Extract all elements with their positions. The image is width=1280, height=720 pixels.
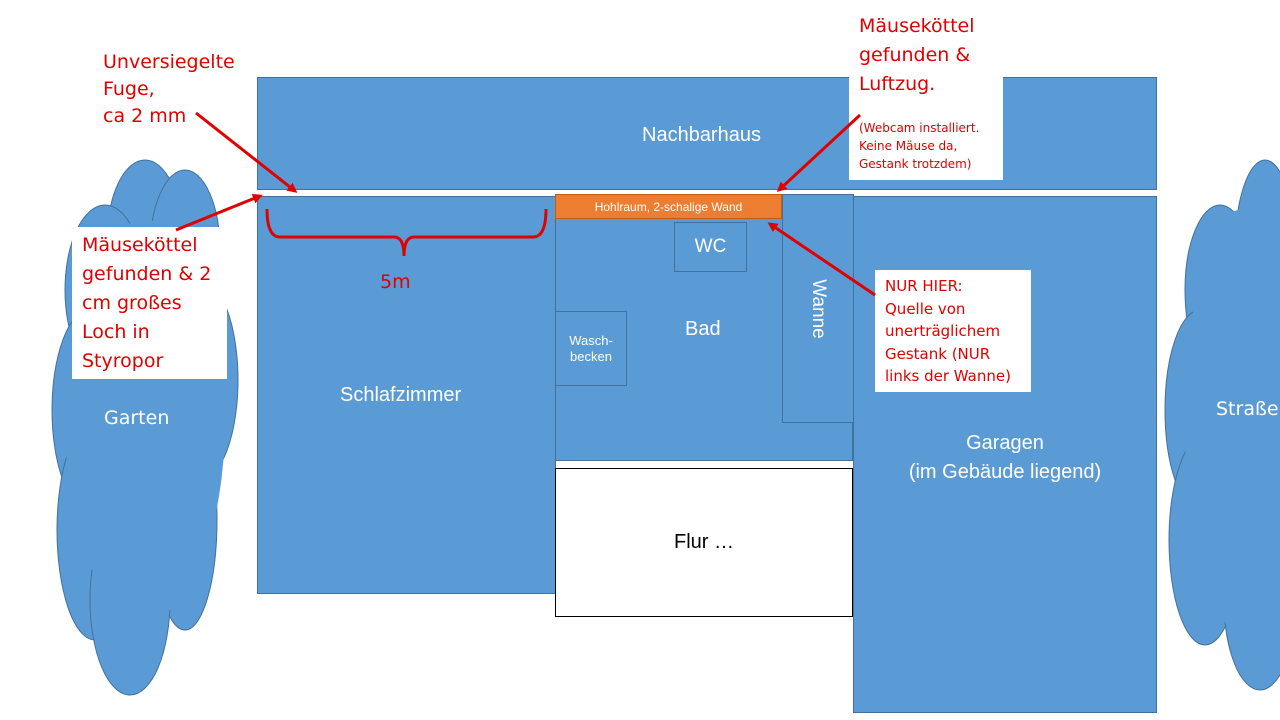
note-droppings-left-line4: Loch in: [82, 321, 150, 343]
arrow-droppings-top: [776, 113, 862, 193]
note-only-here-line5: links der Wanne): [885, 367, 1011, 385]
note-droppings-left-line1: Mäuseköttel: [82, 234, 198, 256]
hallway-label: Flur …: [674, 531, 734, 553]
note-droppings-top-line1: Mäuseköttel: [859, 15, 975, 37]
note-joint-line2: Fuge,: [103, 78, 155, 100]
wall-cavity: Hohlraum, 2-schalige Wand: [555, 194, 782, 219]
note-droppings-left-line2: gefunden & 2: [82, 263, 212, 285]
note-droppings-top-line2: gefunden &: [859, 44, 971, 66]
garage-label-line1: Garagen: [966, 432, 1044, 454]
note-webcam: (Webcam installiert. Keine Mäuse da, Ges…: [859, 119, 979, 173]
wc-label: WC: [694, 236, 727, 257]
note-only-here-box: [875, 270, 1031, 392]
note-joint-line1: Unversiegelte: [103, 51, 235, 73]
bathroom-label: Bad: [685, 318, 721, 340]
note-droppings-top-line3: Luftzug.: [859, 73, 936, 95]
note-droppings-left-box: [72, 227, 227, 379]
note-joint-line3: ca 2 mm: [103, 105, 187, 127]
sink-label-line2: becken: [570, 348, 612, 364]
note-only-here-line3: unerträglichem: [885, 322, 1001, 340]
wall-cavity-label: Hohlraum, 2-schalige Wand: [594, 199, 743, 214]
wc: WC: [674, 222, 747, 272]
bathtub: Wanne: [782, 194, 854, 423]
arrow-only-here: [767, 222, 876, 297]
note-droppings-left: Mäuseköttel gefunden & 2 cm großes Loch …: [82, 231, 211, 376]
bedroom: Schlafzimmer: [257, 196, 556, 594]
note-droppings-left-line3: cm großes: [82, 292, 182, 314]
note-joint: Unversiegelte Fuge, ca 2 mm: [103, 49, 235, 130]
hallway: Flur …: [555, 468, 853, 617]
note-webcam-line1: (Webcam installiert.: [859, 121, 980, 135]
bedroom-label: Schlafzimmer: [340, 384, 462, 406]
note-only-here-line1: NUR HIER:: [885, 277, 963, 295]
note-webcam-line3: Gestank trotzdem): [859, 157, 972, 171]
note-droppings-top-box: [849, 8, 1003, 180]
sink: Wasch- becken: [555, 311, 627, 386]
street-label: Straße: [1216, 398, 1279, 420]
note-droppings-left-line5: Styropor: [82, 350, 164, 372]
width-label: 5m: [380, 271, 411, 293]
garage-label-line2: (im Gebäude liegend): [908, 461, 1102, 483]
note-droppings-top: Mäuseköttel gefunden & Luftzug.: [859, 12, 974, 99]
neighbor-house: Nachbarhaus: [257, 77, 1157, 190]
note-only-here-line2: Quelle von: [885, 299, 966, 318]
sink-label-line1: Wasch-: [569, 332, 613, 348]
note-only-here: NUR HIER: Quelle von unerträglichem Gest…: [885, 275, 1011, 388]
arrow-droppings-left: [175, 193, 263, 232]
arrow-joint: [195, 111, 298, 193]
note-webcam-line2: Keine Mäuse da,: [859, 139, 958, 153]
neighbor-house-label: Nachbarhaus: [642, 124, 761, 146]
note-only-here-line4: Gestank (NUR: [885, 344, 991, 363]
garden-label: Garten: [104, 407, 170, 429]
